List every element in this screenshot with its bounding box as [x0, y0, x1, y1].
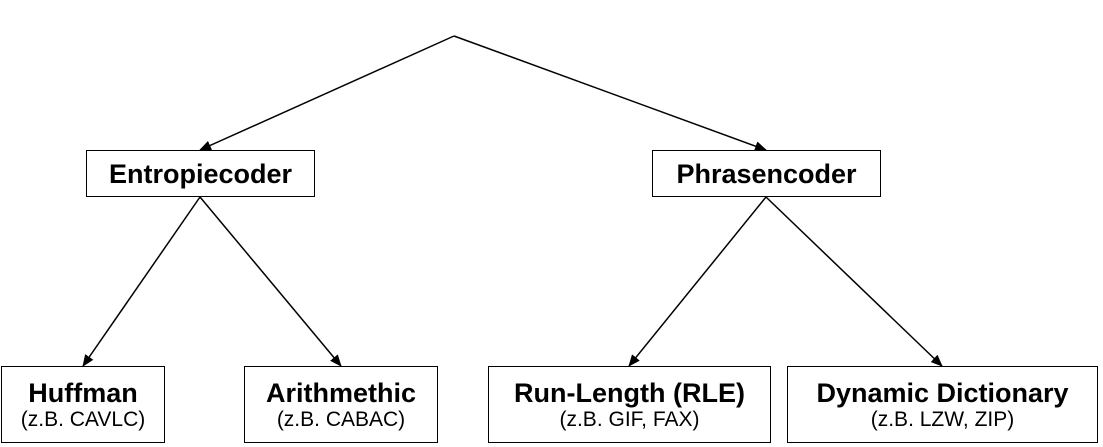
node-arithmethic: Arithmethic (z.B. CABAC) [244, 366, 438, 443]
edge-group [82, 35, 943, 367]
edge-root-to-phrasen [453, 35, 767, 151]
node-title: Entropiecoder [108, 158, 293, 189]
edge-phrasen-to-dict [765, 196, 943, 367]
node-huffman: Huffman (z.B. CAVLC) [1, 366, 165, 443]
node-subtitle: (z.B. CAVLC) [20, 407, 146, 431]
node-subtitle: (z.B. CABAC) [276, 407, 406, 431]
edge-root-to-entropie [199, 35, 455, 151]
node-dynamic-dictionary: Dynamic Dictionary (z.B. LZW, ZIP) [787, 366, 1098, 443]
edge-phrasen-to-rle [628, 196, 767, 367]
node-title: Huffman [28, 377, 138, 408]
node-subtitle: (z.B. LZW, ZIP) [870, 407, 1015, 431]
node-title: Dynamic Dictionary [816, 377, 1069, 408]
node-title: Phrasencoder [676, 158, 857, 189]
edge-entropie-to-arith [199, 196, 342, 367]
node-phrasencoder: Phrasencoder [652, 150, 881, 197]
node-title: Arithmethic [265, 377, 417, 408]
node-title: Run-Length (RLE) [514, 377, 745, 408]
edge-entropie-to-huffman [82, 196, 201, 367]
node-entropiecoder: Entropiecoder [86, 150, 315, 197]
node-run-length: Run-Length (RLE) (z.B. GIF, FAX) [488, 366, 771, 443]
node-subtitle: (z.B. GIF, FAX) [559, 407, 700, 431]
